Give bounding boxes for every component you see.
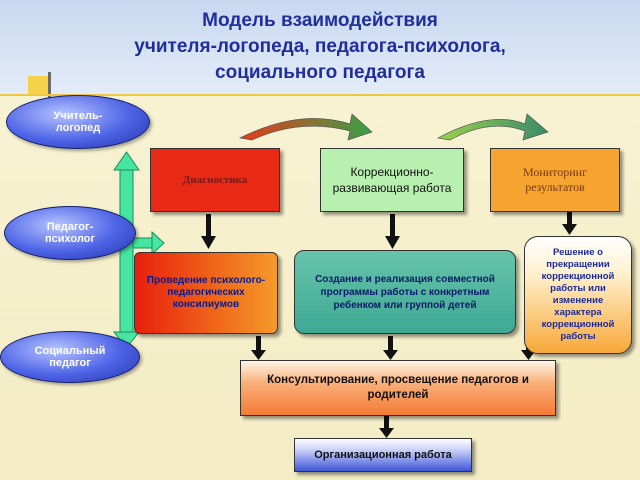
title-line-1: Модель взаимодействия xyxy=(202,10,438,31)
box-consulting: Консультирование, просвещение педагогов … xyxy=(240,360,556,416)
box-correction: Коррекционно-развивающая работа xyxy=(320,148,464,212)
box-organization: Организационная работа xyxy=(294,438,472,472)
title-line-3: социального педагога xyxy=(215,62,425,83)
council-label: Проведение психолого-педагогических конс… xyxy=(146,275,266,310)
consulting-label: Консультирование, просвещение педагогов … xyxy=(267,374,529,401)
decision-label: Решение о прекращении коррекционной рабо… xyxy=(541,247,615,342)
oval-speech-therapist: Учитель-логопед xyxy=(6,95,150,149)
box-council: Проведение психолого-педагогических конс… xyxy=(134,252,278,334)
box-decision: Решение о прекращении коррекционной рабо… xyxy=(524,236,632,354)
monitoring-label: Мониторинг результатов xyxy=(522,165,588,194)
title-line-2: учителя-логопеда, педагога-психолога, xyxy=(134,36,506,57)
diagnostics-label: Диагностика xyxy=(182,174,248,186)
box-diagnostics: Диагностика xyxy=(150,148,280,212)
correction-label: Коррекционно-развивающая работа xyxy=(332,165,452,195)
box-program: Создание и реализация совместной програм… xyxy=(294,250,516,334)
program-label: Создание и реализация совместной програм… xyxy=(315,273,495,311)
oval-psychologist-label: Педагог-психолог xyxy=(45,221,95,245)
decor-bar xyxy=(48,72,51,98)
oval-social-label: Социальный педагог xyxy=(34,345,106,369)
page-title: Модель взаимодействия учителя-логопеда, … xyxy=(60,8,580,86)
organization-label: Организационная работа xyxy=(314,449,452,461)
oval-social-pedagogue: Социальный педагог xyxy=(0,331,140,383)
decor-yellow-square xyxy=(28,76,50,94)
oval-speech-label: Учитель-логопед xyxy=(53,110,103,134)
oval-psychologist: Педагог-психолог xyxy=(4,206,136,260)
box-monitoring: Мониторинг результатов xyxy=(490,148,620,212)
decor-divider xyxy=(0,94,640,96)
